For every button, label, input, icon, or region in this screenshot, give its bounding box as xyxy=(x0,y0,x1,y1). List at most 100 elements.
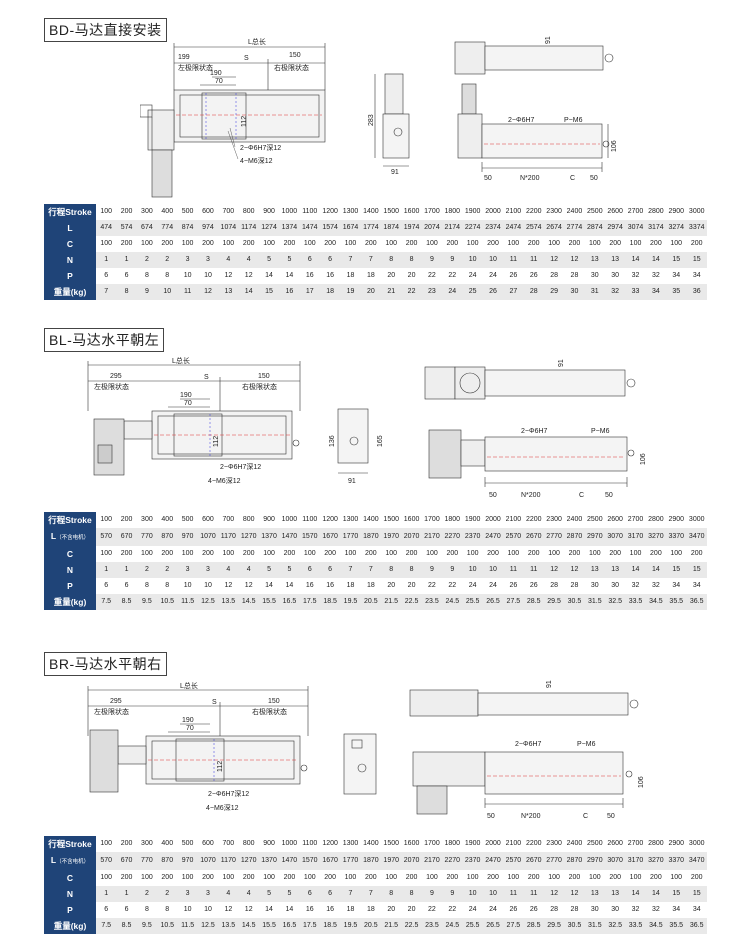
table-cell: 1770 xyxy=(340,528,361,546)
table-cell: 3270 xyxy=(645,528,667,546)
table-cell: 770 xyxy=(136,852,158,870)
table-cell: 200 xyxy=(157,236,178,252)
table-cell: 100 xyxy=(543,546,565,562)
table-cell: 20.5 xyxy=(360,918,382,934)
table-cell: 2970 xyxy=(584,528,605,546)
table-cell: 2100 xyxy=(503,836,524,852)
table-cell: 3000 xyxy=(686,836,707,852)
table-cell: 200 xyxy=(686,870,707,886)
table-cell: 8 xyxy=(401,562,422,578)
table-cell: 13 xyxy=(584,886,605,902)
table-cell: 22.5 xyxy=(401,918,422,934)
table-cell: 19 xyxy=(340,284,361,300)
table-cell: 18 xyxy=(319,284,341,300)
table-cell: 15 xyxy=(686,886,707,902)
label-pm6: P−M6 xyxy=(577,741,596,748)
dim-height: 283 xyxy=(368,114,375,126)
dim-height-165: 165 xyxy=(377,435,384,447)
dim-s: S xyxy=(244,55,249,62)
dim-50-right: 50 xyxy=(605,492,613,499)
table-cell: 3174 xyxy=(645,220,667,236)
table-cell: 9.5 xyxy=(136,594,158,610)
table-cell: 1374 xyxy=(279,220,300,236)
table-cell: 200 xyxy=(197,546,219,562)
table-cell: 12 xyxy=(564,886,585,902)
table-cell: 32 xyxy=(625,902,646,918)
table-cell: 34 xyxy=(666,268,687,284)
table-cell: 7 xyxy=(360,562,382,578)
dim-right: 150 xyxy=(289,52,301,59)
table-cell: 30 xyxy=(584,578,605,594)
table-cell: 2800 xyxy=(645,836,667,852)
table-cell: 200 xyxy=(442,236,463,252)
table-cell: 800 xyxy=(238,836,259,852)
table-cell: 500 xyxy=(177,512,198,528)
table-cell: 1000 xyxy=(279,204,300,220)
table-cell: 200 xyxy=(319,870,341,886)
table-cell: 4 xyxy=(218,252,239,268)
table-cell: 200 xyxy=(564,546,585,562)
dim-l-total: L总长 xyxy=(180,681,198,690)
dim-right: 150 xyxy=(268,698,280,705)
table-cell: 8 xyxy=(381,886,402,902)
table-cell: 100 xyxy=(177,870,198,886)
dim-width: 91 xyxy=(348,478,356,485)
row-label: 行程Stroke xyxy=(44,836,96,852)
table-cell: 15.5 xyxy=(258,594,280,610)
section-br: BR-马达水平朝右 L总长 S 295 150 左极限状态 右极限状态 19 xyxy=(0,640,750,937)
table-cell: 1700 xyxy=(421,836,443,852)
table-cell: 1774 xyxy=(360,220,382,236)
table-cell: 200 xyxy=(564,236,585,252)
dim-106: 106 xyxy=(640,453,647,465)
table-cell: 1070 xyxy=(197,852,219,870)
table-cell: 100 xyxy=(96,512,117,528)
table-cell: 11 xyxy=(503,562,524,578)
table-cell: 14 xyxy=(279,902,300,918)
table-cell: 11.5 xyxy=(177,918,198,934)
table-cell: 1570 xyxy=(299,852,320,870)
table-cell: 6 xyxy=(96,268,117,284)
table-cell: 9 xyxy=(136,284,158,300)
table-cell: 18 xyxy=(340,902,361,918)
table-cell: 8.5 xyxy=(116,918,137,934)
table-cell: 29.5 xyxy=(543,918,565,934)
table-cell: 3 xyxy=(197,562,219,578)
table-cell: 1070 xyxy=(197,528,219,546)
table-cell: 20 xyxy=(381,902,402,918)
table-cell: 22 xyxy=(442,268,463,284)
table-cell: 1 xyxy=(116,252,137,268)
table-cell: 32 xyxy=(645,902,667,918)
table-cell: 1370 xyxy=(258,852,280,870)
table-cell: 2600 xyxy=(604,512,626,528)
table-cell: 8 xyxy=(136,268,158,284)
table-cell: 100 xyxy=(462,870,483,886)
table-cell: 200 xyxy=(157,870,178,886)
table-cell: 1600 xyxy=(401,512,422,528)
dim-l-total: L总长 xyxy=(248,37,266,46)
table-cell: 2900 xyxy=(666,836,687,852)
table-cell: 200 xyxy=(279,870,300,886)
table-cell: 9 xyxy=(442,562,463,578)
table-cell: 10 xyxy=(157,284,178,300)
table-cell: 2700 xyxy=(625,836,646,852)
table-cell: 23.5 xyxy=(421,918,443,934)
dim-height-136: 136 xyxy=(329,435,336,447)
table-cell: 3074 xyxy=(625,220,646,236)
table-cell: 400 xyxy=(157,836,178,852)
table-cell: 6 xyxy=(96,578,117,594)
table-cell: 21 xyxy=(381,284,402,300)
label-left-limit: 左极限状态 xyxy=(178,63,213,72)
table-cell: 1400 xyxy=(360,836,382,852)
table-cell: 200 xyxy=(116,236,137,252)
table-cell: 7 xyxy=(340,886,361,902)
table-cell: 2870 xyxy=(564,852,585,870)
table-cell: 12 xyxy=(218,268,239,284)
table-cell: 7 xyxy=(360,886,382,902)
table-cell: 16 xyxy=(279,284,300,300)
table-cell: 200 xyxy=(197,236,219,252)
table-cell: 4 xyxy=(238,886,259,902)
table-cell: 34 xyxy=(666,902,687,918)
